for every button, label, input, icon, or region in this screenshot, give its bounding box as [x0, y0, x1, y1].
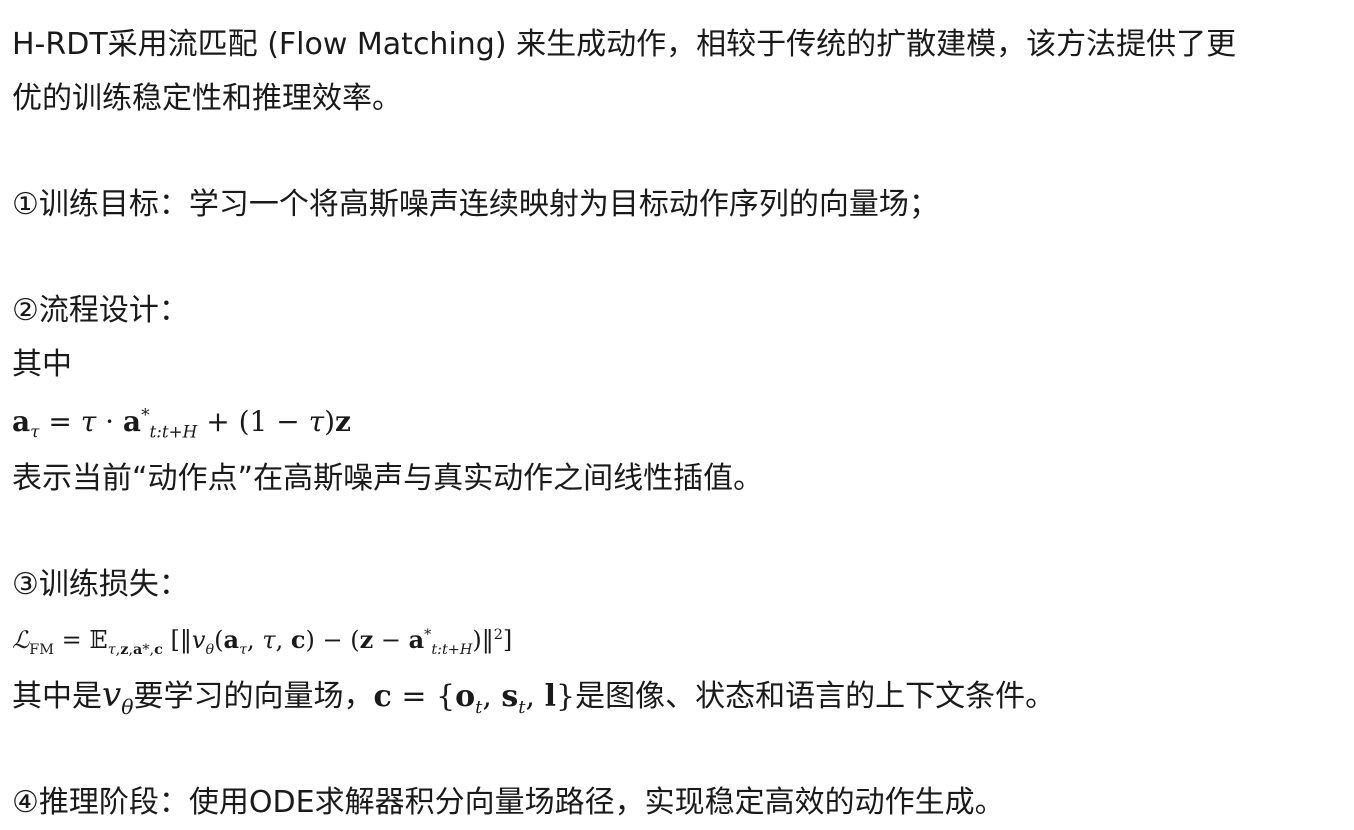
item-training-objective: ①训练目标：学习一个将高斯噪声连续映射为目标动作序列的向量场；: [12, 187, 939, 222]
item-training-loss-heading: ③训练损失：: [12, 567, 189, 602]
loss-description: 其中是vθ要学习的向量场，c = {ot, st, l}是图像、状态和语言的上下…: [12, 668, 1342, 724]
loss-desc-part1: 其中是: [12, 679, 102, 714]
intro-line-2: 优的训练稳定性和推理效率。: [12, 81, 402, 116]
loss-desc-part3: 是图像、状态和语言的上下文条件。: [575, 679, 1056, 714]
spacer: [12, 126, 1342, 178]
spacer: [12, 506, 1342, 558]
item-process-design-heading: ②流程设计：: [12, 293, 189, 328]
loss-desc-part2: 要学习的向量场，: [133, 679, 374, 714]
spacer: [12, 724, 1342, 776]
document-body: H-RDT采用流匹配 (Flow Matching) 来生成动作，相较于传统的扩…: [12, 18, 1342, 830]
intro-line-1: H-RDT采用流匹配 (Flow Matching) 来生成动作，相较于传统的扩…: [12, 27, 1237, 62]
spacer: [12, 232, 1342, 284]
interpolation-equation: aτ = τ · a*t:t+H + (1 − τ)z: [12, 404, 351, 442]
vector-field-symbol: vθ: [102, 675, 134, 719]
item-process-design-sub: 其中: [12, 347, 72, 382]
item-inference-stage: ④推理阶段：使用ODE求解器积分向量场路径，实现稳定高效的动作生成。: [12, 785, 1005, 820]
loss-equation: ℒFM = 𝔼τ,z,a*,c [‖vθ(aτ, τ, c) − (z − a*…: [12, 625, 513, 658]
interpolation-description: 表示当前“动作点”在高斯噪声与真实动作之间线性插值。: [12, 461, 764, 496]
context-symbol: c = {ot, st, l}: [373, 679, 576, 718]
